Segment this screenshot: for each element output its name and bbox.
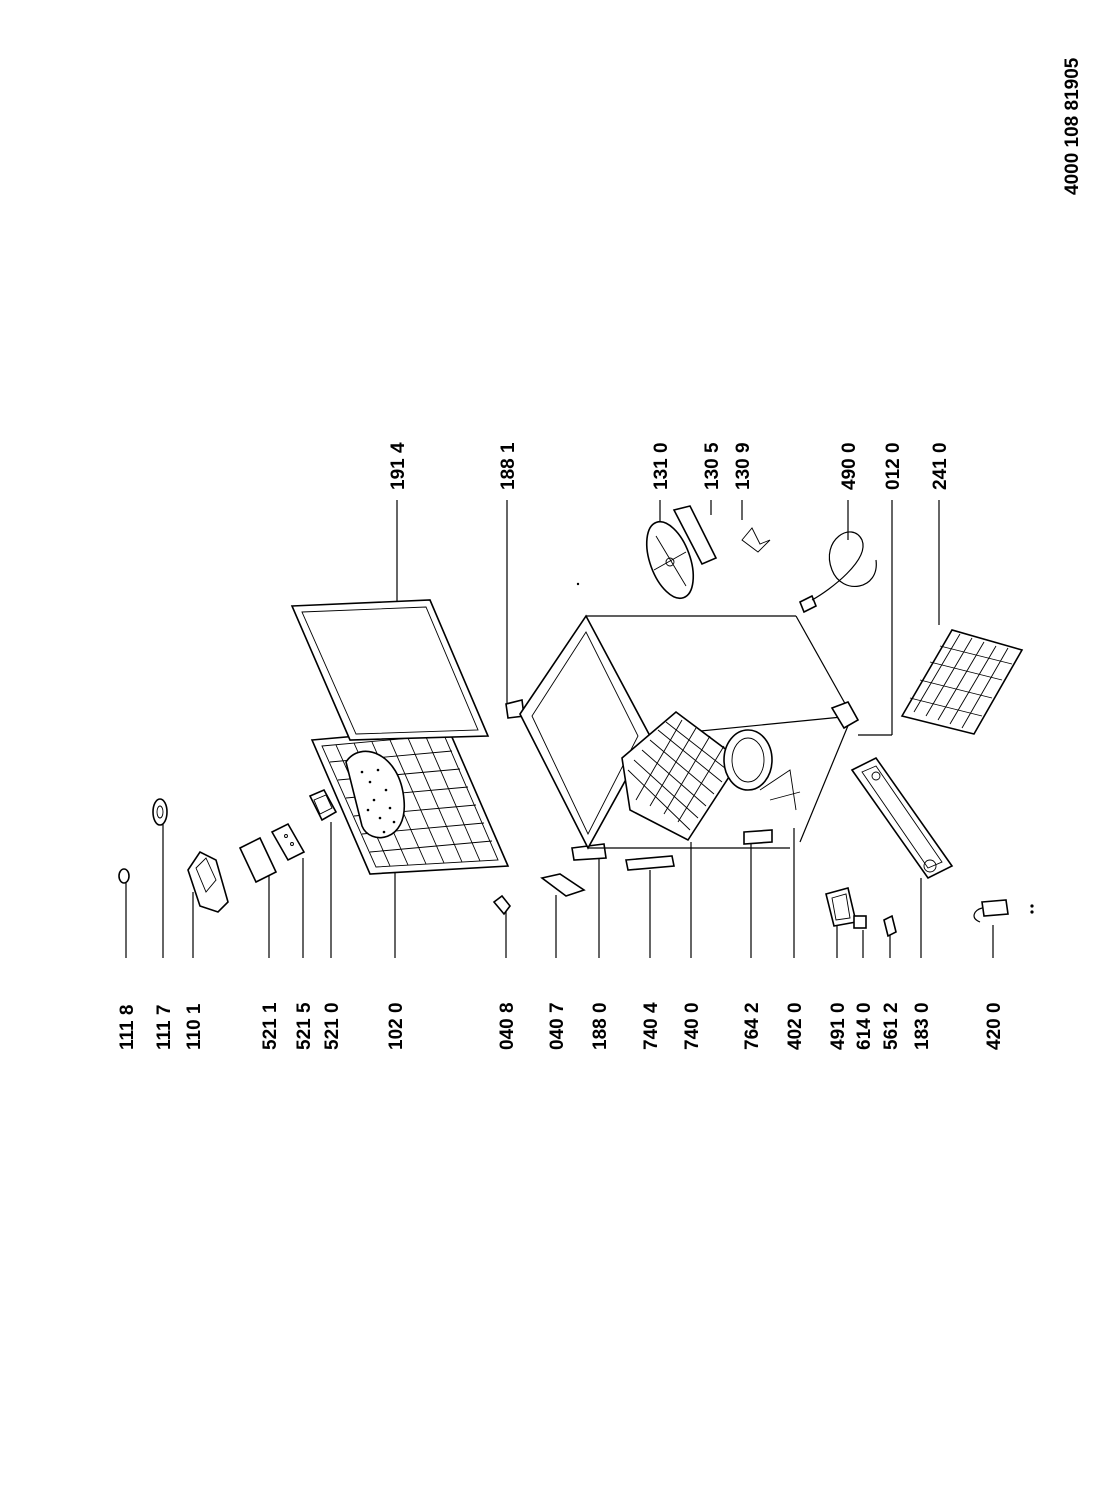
label-110-1: 110 1 <box>184 1003 205 1050</box>
lid-part-102-0 <box>310 727 510 875</box>
capacitor-part-420-0 <box>973 899 1034 923</box>
label-130-9: 130 9 <box>733 442 754 490</box>
label-521-0: 521 0 <box>322 1002 343 1050</box>
clip-part-130-9 <box>741 527 771 553</box>
label-111-7: 111 7 <box>154 1005 175 1050</box>
compressor-part-402-0 <box>723 729 801 811</box>
cover-plate-part-521-1 <box>238 836 278 884</box>
label-521-5: 521 5 <box>294 1002 315 1050</box>
label-402-0: 402 0 <box>785 1002 806 1050</box>
condenser-bracket-part-740-4 <box>625 855 675 871</box>
gasket-part-191-4 <box>290 599 490 741</box>
power-cord-part-490-0 <box>798 531 877 614</box>
label-191-4: 191 4 <box>388 442 409 490</box>
label-130-5: 130 5 <box>702 442 723 490</box>
label-131-0: 131 0 <box>651 442 672 490</box>
relay-part-614-0 <box>853 915 867 929</box>
label-420-0: 420 0 <box>984 1002 1005 1050</box>
right-labels: 191 4 188 1 131 0 130 5 130 9 490 0 012 … <box>388 442 951 490</box>
label-188-0: 188 0 <box>590 1002 611 1050</box>
label-490-0: 490 0 <box>839 442 860 490</box>
label-491-0: 491 0 <box>828 1002 849 1050</box>
label-241-0: 241 0 <box>930 442 951 490</box>
label-740-0: 740 0 <box>682 1002 703 1050</box>
freezer-cabinet <box>519 614 853 850</box>
label-614-0: 614 0 <box>854 1002 875 1050</box>
drier-part-764-2 <box>743 829 773 845</box>
label-521-1: 521 1 <box>260 1002 281 1050</box>
left-labels: 111 8 111 7 110 1 521 1 521 5 521 0 102 … <box>117 1002 1005 1050</box>
label-040-7: 040 7 <box>547 1002 568 1050</box>
pcb-part-521-5 <box>270 822 306 862</box>
label-561-2: 561 2 <box>881 1002 902 1050</box>
control-box-part-491-0 <box>825 887 857 927</box>
label-188-1: 188 1 <box>498 442 519 490</box>
hinge-part-040-7 <box>540 873 586 897</box>
left-leader-lines <box>125 822 994 958</box>
label-740-4: 740 4 <box>641 1002 662 1050</box>
label-040-8: 040 8 <box>497 1002 518 1050</box>
label-764-2: 764 2 <box>742 1002 763 1050</box>
wire-basket-part-241-0 <box>900 629 1024 735</box>
dial-part-111-7 <box>152 798 168 826</box>
hinge-clip-part-040-8 <box>492 894 512 916</box>
thermostat-housing-part-110-1 <box>187 850 229 913</box>
fan-bracket-part-130-5 <box>672 505 718 566</box>
light-switch-part-521-0 <box>308 788 338 822</box>
label-183-0: 183 0 <box>912 1002 933 1050</box>
knob-part-111-8 <box>118 868 130 884</box>
label-111-8: 111 8 <box>117 1005 138 1050</box>
connector-part-561-2 <box>883 914 897 938</box>
document-number: 4000 108 81905 <box>1062 57 1083 195</box>
condenser-part-740-0 <box>621 710 742 842</box>
stray-mark <box>576 582 580 586</box>
label-102-0: 102 0 <box>386 1002 407 1050</box>
panel-part-183-0 <box>850 756 954 880</box>
foot-part-012-0 <box>830 701 860 730</box>
fan-part-131-0 <box>645 520 695 600</box>
label-012-0: 012 0 <box>883 442 904 490</box>
